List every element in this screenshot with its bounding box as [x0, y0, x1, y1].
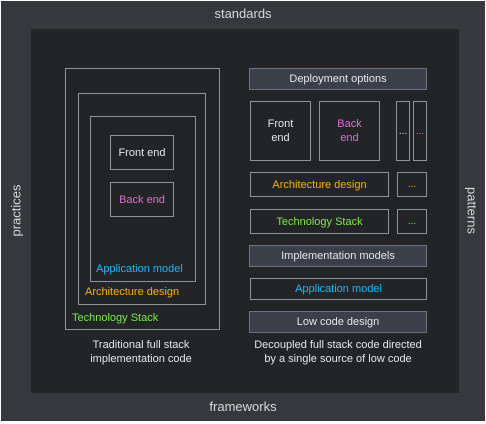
ellipsis-box-1: ... — [396, 101, 410, 161]
back-end-box: Back end — [110, 182, 174, 217]
technology-stack-label-right: Technology Stack — [276, 215, 363, 228]
architecture-more-label: ... — [407, 179, 417, 190]
deployment-options-label: Deployment options — [289, 73, 387, 85]
implementation-models-label: Implementation models — [281, 250, 395, 262]
edge-label-top: standards — [214, 6, 272, 21]
front-end-label: Front end — [118, 146, 166, 159]
front-end-label-right: Front end — [267, 118, 294, 144]
right-caption: Decoupled full stack code directed by a … — [254, 339, 422, 365]
technology-stack-box-right: Technology Stack — [250, 209, 389, 234]
architecture-design-label: Architecture design — [85, 286, 180, 298]
edge-label-left: practices — [8, 184, 24, 237]
technology-more-box: ... — [397, 209, 427, 234]
architecture-design-box-right: Architecture design — [250, 172, 389, 197]
ellipsis-label-2: ... — [415, 125, 425, 137]
technology-more-label: ... — [407, 216, 417, 227]
back-end-label-right: Back end — [337, 118, 362, 144]
front-end-box: Front end — [110, 135, 174, 170]
architecture-design-box — [78, 93, 206, 305]
ellipsis-box-2: ... — [413, 101, 427, 161]
edge-label-bottom: frameworks — [209, 399, 277, 414]
application-model-box — [90, 116, 196, 282]
architecture-design-label-right: Architecture design — [272, 178, 367, 191]
low-code-design-box: Low code design — [249, 311, 427, 333]
architecture-more-box: ... — [397, 172, 427, 197]
application-model-box-right: Application model — [250, 278, 427, 300]
back-end-box-right: Back end — [319, 101, 380, 161]
application-model-label-right: Application model — [295, 283, 382, 295]
technology-stack-label: Technology Stack — [72, 312, 159, 324]
application-model-label: Application model — [96, 263, 183, 275]
deployment-options-box: Deployment options — [249, 68, 427, 90]
back-end-label: Back end — [119, 193, 165, 206]
ellipsis-label-1: ... — [398, 125, 408, 137]
edge-label-right: patterns — [464, 187, 480, 234]
technology-stack-box — [65, 68, 220, 330]
implementation-models-box: Implementation models — [249, 245, 427, 267]
front-end-box-right: Front end — [250, 101, 311, 161]
low-code-design-label: Low code design — [296, 316, 380, 328]
left-caption: Traditional full stack implementation co… — [90, 339, 192, 365]
